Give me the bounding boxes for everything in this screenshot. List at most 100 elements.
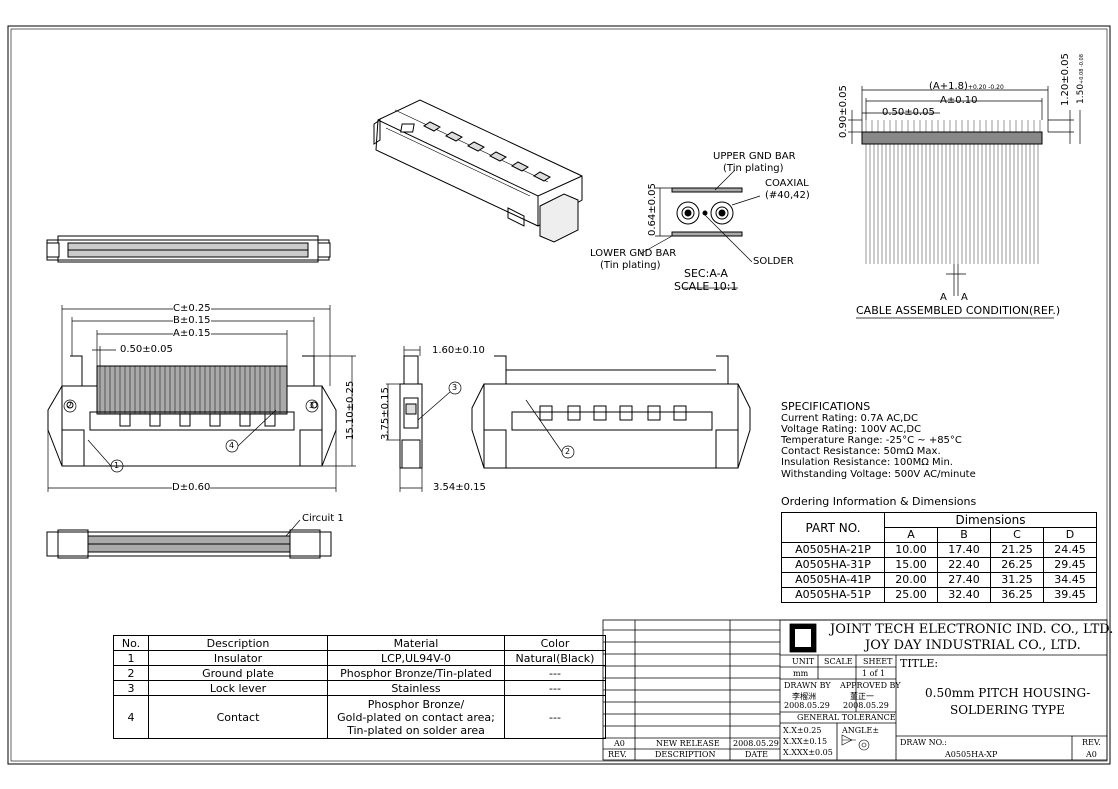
- table-cell: Natural(Black): [504, 650, 606, 666]
- bom-table: No. Description Material Color 1 Insulat…: [113, 635, 606, 739]
- dim-v1: 0.90±0.05: [838, 85, 849, 138]
- table-cell: Ground plate: [148, 665, 328, 681]
- table-cell: ---: [504, 665, 606, 681]
- dim-v2: 1.20±0.05: [1060, 53, 1071, 106]
- spec-line: Contact Resistance: 50mΩ Max.: [781, 446, 941, 457]
- drawing-border: [7, 25, 1111, 765]
- ordering-table: PART NO. Dimensions A B C D A0505HA-21P …: [781, 512, 1097, 603]
- spec-line: Voltage Rating: 100V AC,DC: [781, 424, 922, 435]
- table-row: 4 Contact Phosphor Bronze/ Gold-plated o…: [113, 695, 606, 739]
- bom-header: Color: [504, 635, 606, 651]
- col-header: B: [937, 527, 991, 543]
- approved-by-date: 2008.05.29: [843, 701, 889, 710]
- table-cell: 24.45: [1043, 542, 1097, 558]
- section-a-right: A: [961, 292, 968, 303]
- part-number: A0505HA-41P: [781, 572, 885, 588]
- table-row: A0505HA-31P 15.00 22.40 26.25 29.45: [781, 557, 1097, 573]
- table-cell: 17.40: [937, 542, 991, 558]
- callout-1: 1: [114, 461, 120, 470]
- rev-value: A0: [1086, 750, 1097, 759]
- callout-3-front: 3: [309, 401, 315, 410]
- table-cell: Phosphor Bronze/ Gold-plated on contact …: [327, 695, 505, 739]
- title-block-frame: [602, 619, 1108, 761]
- callout-3-side: 3: [452, 383, 458, 392]
- drawn-by-date: 2008.05.29: [784, 701, 830, 710]
- table-cell: 32.40: [937, 587, 991, 603]
- dim-pitch-front: 0.50±0.05: [120, 344, 173, 355]
- sheet-label: SHEET: [863, 657, 893, 666]
- table-cell: Lock lever: [148, 680, 328, 696]
- dim-a: A±0.10: [940, 95, 978, 106]
- date-col-header: DATE: [745, 750, 768, 759]
- dim-d: D±0.60: [172, 482, 211, 494]
- table-cell: Contact: [148, 695, 328, 739]
- table-cell: 21.25: [990, 542, 1044, 558]
- unit-label: UNIT: [792, 657, 815, 666]
- callout-2-back: 2: [565, 447, 571, 456]
- isometric-view: [373, 99, 583, 243]
- rev-label: REV.: [1082, 738, 1101, 747]
- approved-by-label: APPROVED BY: [840, 681, 901, 690]
- table-cell: 1: [113, 650, 149, 666]
- rev-entry: A0: [614, 739, 625, 748]
- side-view: [386, 346, 462, 492]
- upper-gnd-plating: (Tin plating): [723, 163, 784, 174]
- section-name: SEC:A-A: [684, 267, 728, 280]
- table-row: A0505HA-21P 10.00 17.40 21.25 24.45: [781, 542, 1097, 558]
- table-cell: 3: [113, 680, 149, 696]
- table-row: 2 Ground plate Phosphor Bronze/Tin-plate…: [113, 665, 606, 681]
- table-cell: Insulator: [148, 650, 328, 666]
- spec-title: SPECIFICATIONS: [781, 400, 871, 413]
- dim-side-width: 3.54±0.15: [433, 482, 486, 493]
- spec-line: Insulation Resistance: 100MΩ Min.: [781, 457, 953, 468]
- contact-material-line: Gold-plated on contact area;: [337, 710, 495, 724]
- table-cell: 10.00: [884, 542, 938, 558]
- dim-pitch-cable: 0.50±0.05: [882, 107, 935, 118]
- rev-description: NEW RELEASE: [656, 739, 720, 748]
- part-number: A0505HA-31P: [781, 557, 885, 573]
- table-cell: 15.00: [884, 557, 938, 573]
- section-view: [639, 169, 761, 289]
- spec-line: Withstanding Voltage: 500V AC/minute: [781, 469, 976, 480]
- part-no-header: PART NO.: [781, 512, 885, 543]
- table-cell: 39.45: [1043, 587, 1097, 603]
- tolerance-2: X.XX±0.15: [783, 737, 828, 746]
- table-cell: 20.00: [884, 572, 938, 588]
- general-tolerance: GENERAL TOLERANCE: [797, 713, 896, 722]
- dim-c: C±0.25: [173, 303, 211, 315]
- back-view: [471, 355, 751, 469]
- rev-col-header: REV.: [608, 750, 627, 759]
- cable-caption: CABLE ASSEMBLED CONDITION(REF.): [856, 304, 1061, 317]
- spec-line: Temperature Range: -25°C ~ +85°C: [781, 435, 962, 446]
- cable-view: [848, 86, 1081, 319]
- contact-material-line: Phosphor Bronze/: [367, 697, 465, 711]
- upper-gnd-label: UPPER GND BAR: [713, 151, 796, 162]
- table-cell: ---: [504, 695, 606, 739]
- section-a-left: A: [940, 292, 947, 303]
- table-cell: 29.45: [1043, 557, 1097, 573]
- scale-label: SCALE: [824, 657, 853, 666]
- ordering-title: Ordering Information & Dimensions: [781, 495, 977, 508]
- table-cell: 25.00: [884, 587, 938, 603]
- dim-thickness: 1.60±0.10: [432, 345, 485, 356]
- col-header: C: [990, 527, 1044, 543]
- bom-header: Material: [327, 635, 505, 651]
- tolerance-3: X.XXX±0.05: [783, 748, 833, 757]
- table-cell: 4: [113, 695, 149, 739]
- bom-header: Description: [148, 635, 328, 651]
- table-cell: Phosphor Bronze/Tin-plated: [327, 665, 505, 681]
- table-cell: 31.25: [990, 572, 1044, 588]
- table-cell: 36.25: [990, 587, 1044, 603]
- table-cell: LCP,UL94V-0: [327, 650, 505, 666]
- dim-v3: 1.50+0.08 -0.08: [1076, 54, 1086, 104]
- drawn-by-label: DRAWN BY: [784, 681, 831, 690]
- col-header: D: [1043, 527, 1097, 543]
- contact-material-line: Tin-plated on solder area: [347, 723, 485, 737]
- table-row: 1 Insulator LCP,UL94V-0 Natural(Black): [113, 650, 606, 666]
- dim-height-front: 15.10±0.25: [345, 380, 356, 440]
- bottom-view: [46, 519, 332, 559]
- description-col-header: DESCRIPTION: [655, 750, 716, 759]
- angle-label: ANGLE±: [842, 726, 880, 735]
- unit-value: mm: [793, 669, 809, 678]
- table-cell: ---: [504, 680, 606, 696]
